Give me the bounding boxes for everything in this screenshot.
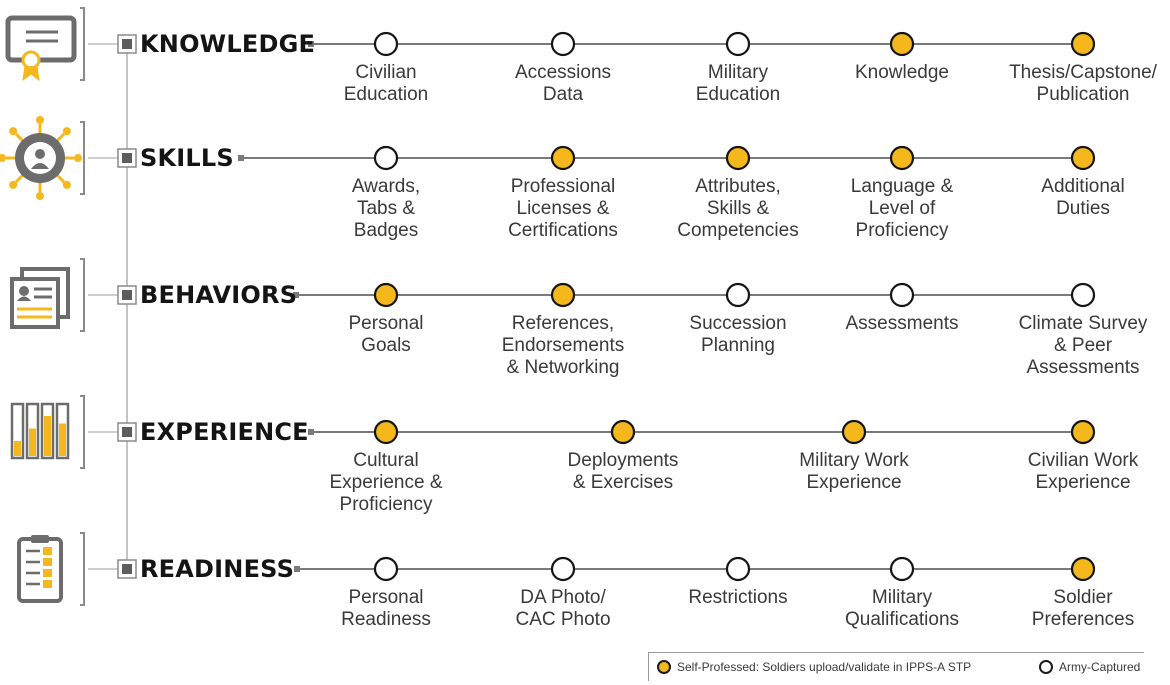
certificate-icon	[5, 15, 77, 82]
row-marker-inner	[122, 39, 132, 49]
node-army-captured-dot	[725, 31, 751, 57]
node-self-professed-dot	[550, 145, 576, 171]
icon-bracket	[80, 395, 85, 469]
category-label-behaviors: BEHAVIORS	[140, 281, 298, 309]
node-label: Knowledge	[854, 62, 950, 83]
node-self-professed-dot	[373, 419, 399, 445]
category-label-knowledge: KNOWLEDGE	[140, 30, 316, 58]
node-self-professed-dot	[841, 419, 867, 445]
node-label: Civilian Work Experience	[1027, 450, 1139, 493]
node-label: DA Photo/ CAC Photo	[515, 587, 611, 630]
category-label-experience: EXPERIENCE	[140, 418, 309, 446]
node-label: Personal Goals	[348, 313, 424, 356]
row-marker-inner	[122, 564, 132, 574]
legend-self-professed-label: Self-Professed: Soldiers upload/validate…	[677, 660, 972, 674]
node-self-professed-dot	[1070, 556, 1096, 582]
node-label: Assessments	[845, 313, 959, 334]
node-army-captured-dot	[373, 145, 399, 171]
node-label: Military Education	[695, 62, 781, 105]
row-marker-inner	[122, 153, 132, 163]
node-army-captured-dot	[725, 556, 751, 582]
node-label: Climate Survey & Peer Assessments	[1018, 313, 1148, 378]
node-label: Thesis/Capstone/ Publication	[1009, 62, 1157, 105]
node-self-professed-dot	[889, 145, 915, 171]
node-army-captured-dot	[550, 556, 576, 582]
node-self-professed-dot	[1070, 419, 1096, 445]
gear-person-icon	[0, 116, 82, 200]
checklist-clipboard-icon	[17, 535, 63, 603]
line-start-cap	[293, 292, 299, 298]
node-army-captured-dot	[550, 31, 576, 57]
node-label: Accessions Data	[514, 62, 612, 105]
node-self-professed-dot	[1070, 31, 1096, 57]
node-label: Restrictions	[688, 587, 788, 608]
legend-item-army-captured: Army-Captured	[1039, 660, 1140, 674]
node-label: References, Endorsements & Networking	[501, 313, 625, 378]
node-self-professed-dot	[610, 419, 636, 445]
node-army-captured-dot	[889, 282, 915, 308]
line-start-cap	[238, 155, 244, 161]
row-marker-inner	[122, 427, 132, 437]
node-label: Deployments & Exercises	[567, 450, 679, 493]
bar-meter-icon	[10, 402, 70, 460]
node-army-captured-dot	[725, 282, 751, 308]
node-label: Civilian Education	[343, 62, 429, 105]
legend-item-self-professed: Self-Professed: Soldiers upload/validate…	[657, 660, 971, 674]
profile-documents-icon	[10, 267, 70, 329]
category-label-skills: SKILLS	[140, 144, 234, 172]
row-marker-inner	[122, 290, 132, 300]
node-self-professed-dot	[373, 282, 399, 308]
line-start-cap	[294, 566, 300, 572]
line-start-cap	[308, 429, 314, 435]
line-start-cap	[308, 41, 314, 47]
self-professed-dot-icon	[657, 660, 671, 674]
icon-bracket	[80, 121, 85, 195]
node-self-professed-dot	[725, 145, 751, 171]
node-label: Military Qualifications	[844, 587, 960, 630]
node-army-captured-dot	[889, 556, 915, 582]
node-self-professed-dot	[1070, 145, 1096, 171]
node-army-captured-dot	[1070, 282, 1096, 308]
node-label: Soldier Preferences	[1031, 587, 1135, 630]
legend: Self-Professed: Soldiers upload/validate…	[648, 652, 1144, 681]
node-army-captured-dot	[373, 556, 399, 582]
icon-bracket	[80, 532, 85, 606]
node-label: Additional Duties	[1041, 176, 1125, 219]
node-label: Awards, Tabs & Badges	[351, 176, 421, 241]
icon-bracket	[80, 7, 85, 81]
node-self-professed-dot	[889, 31, 915, 57]
node-label: Succession Planning	[689, 313, 787, 356]
node-army-captured-dot	[373, 31, 399, 57]
category-label-readiness: READINESS	[140, 555, 295, 583]
node-label: Professional Licenses & Certifications	[508, 176, 618, 241]
node-label: Attributes, Skills & Competencies	[677, 176, 799, 241]
node-label: Cultural Experience & Proficiency	[329, 450, 443, 515]
army-captured-dot-icon	[1039, 660, 1053, 674]
node-label: Personal Readiness	[341, 587, 431, 630]
node-label: Military Work Experience	[799, 450, 909, 493]
icon-bracket	[80, 258, 85, 332]
node-self-professed-dot	[550, 282, 576, 308]
legend-army-captured-label: Army-Captured	[1059, 660, 1141, 674]
node-label: Language & Level of Proficiency	[850, 176, 954, 241]
